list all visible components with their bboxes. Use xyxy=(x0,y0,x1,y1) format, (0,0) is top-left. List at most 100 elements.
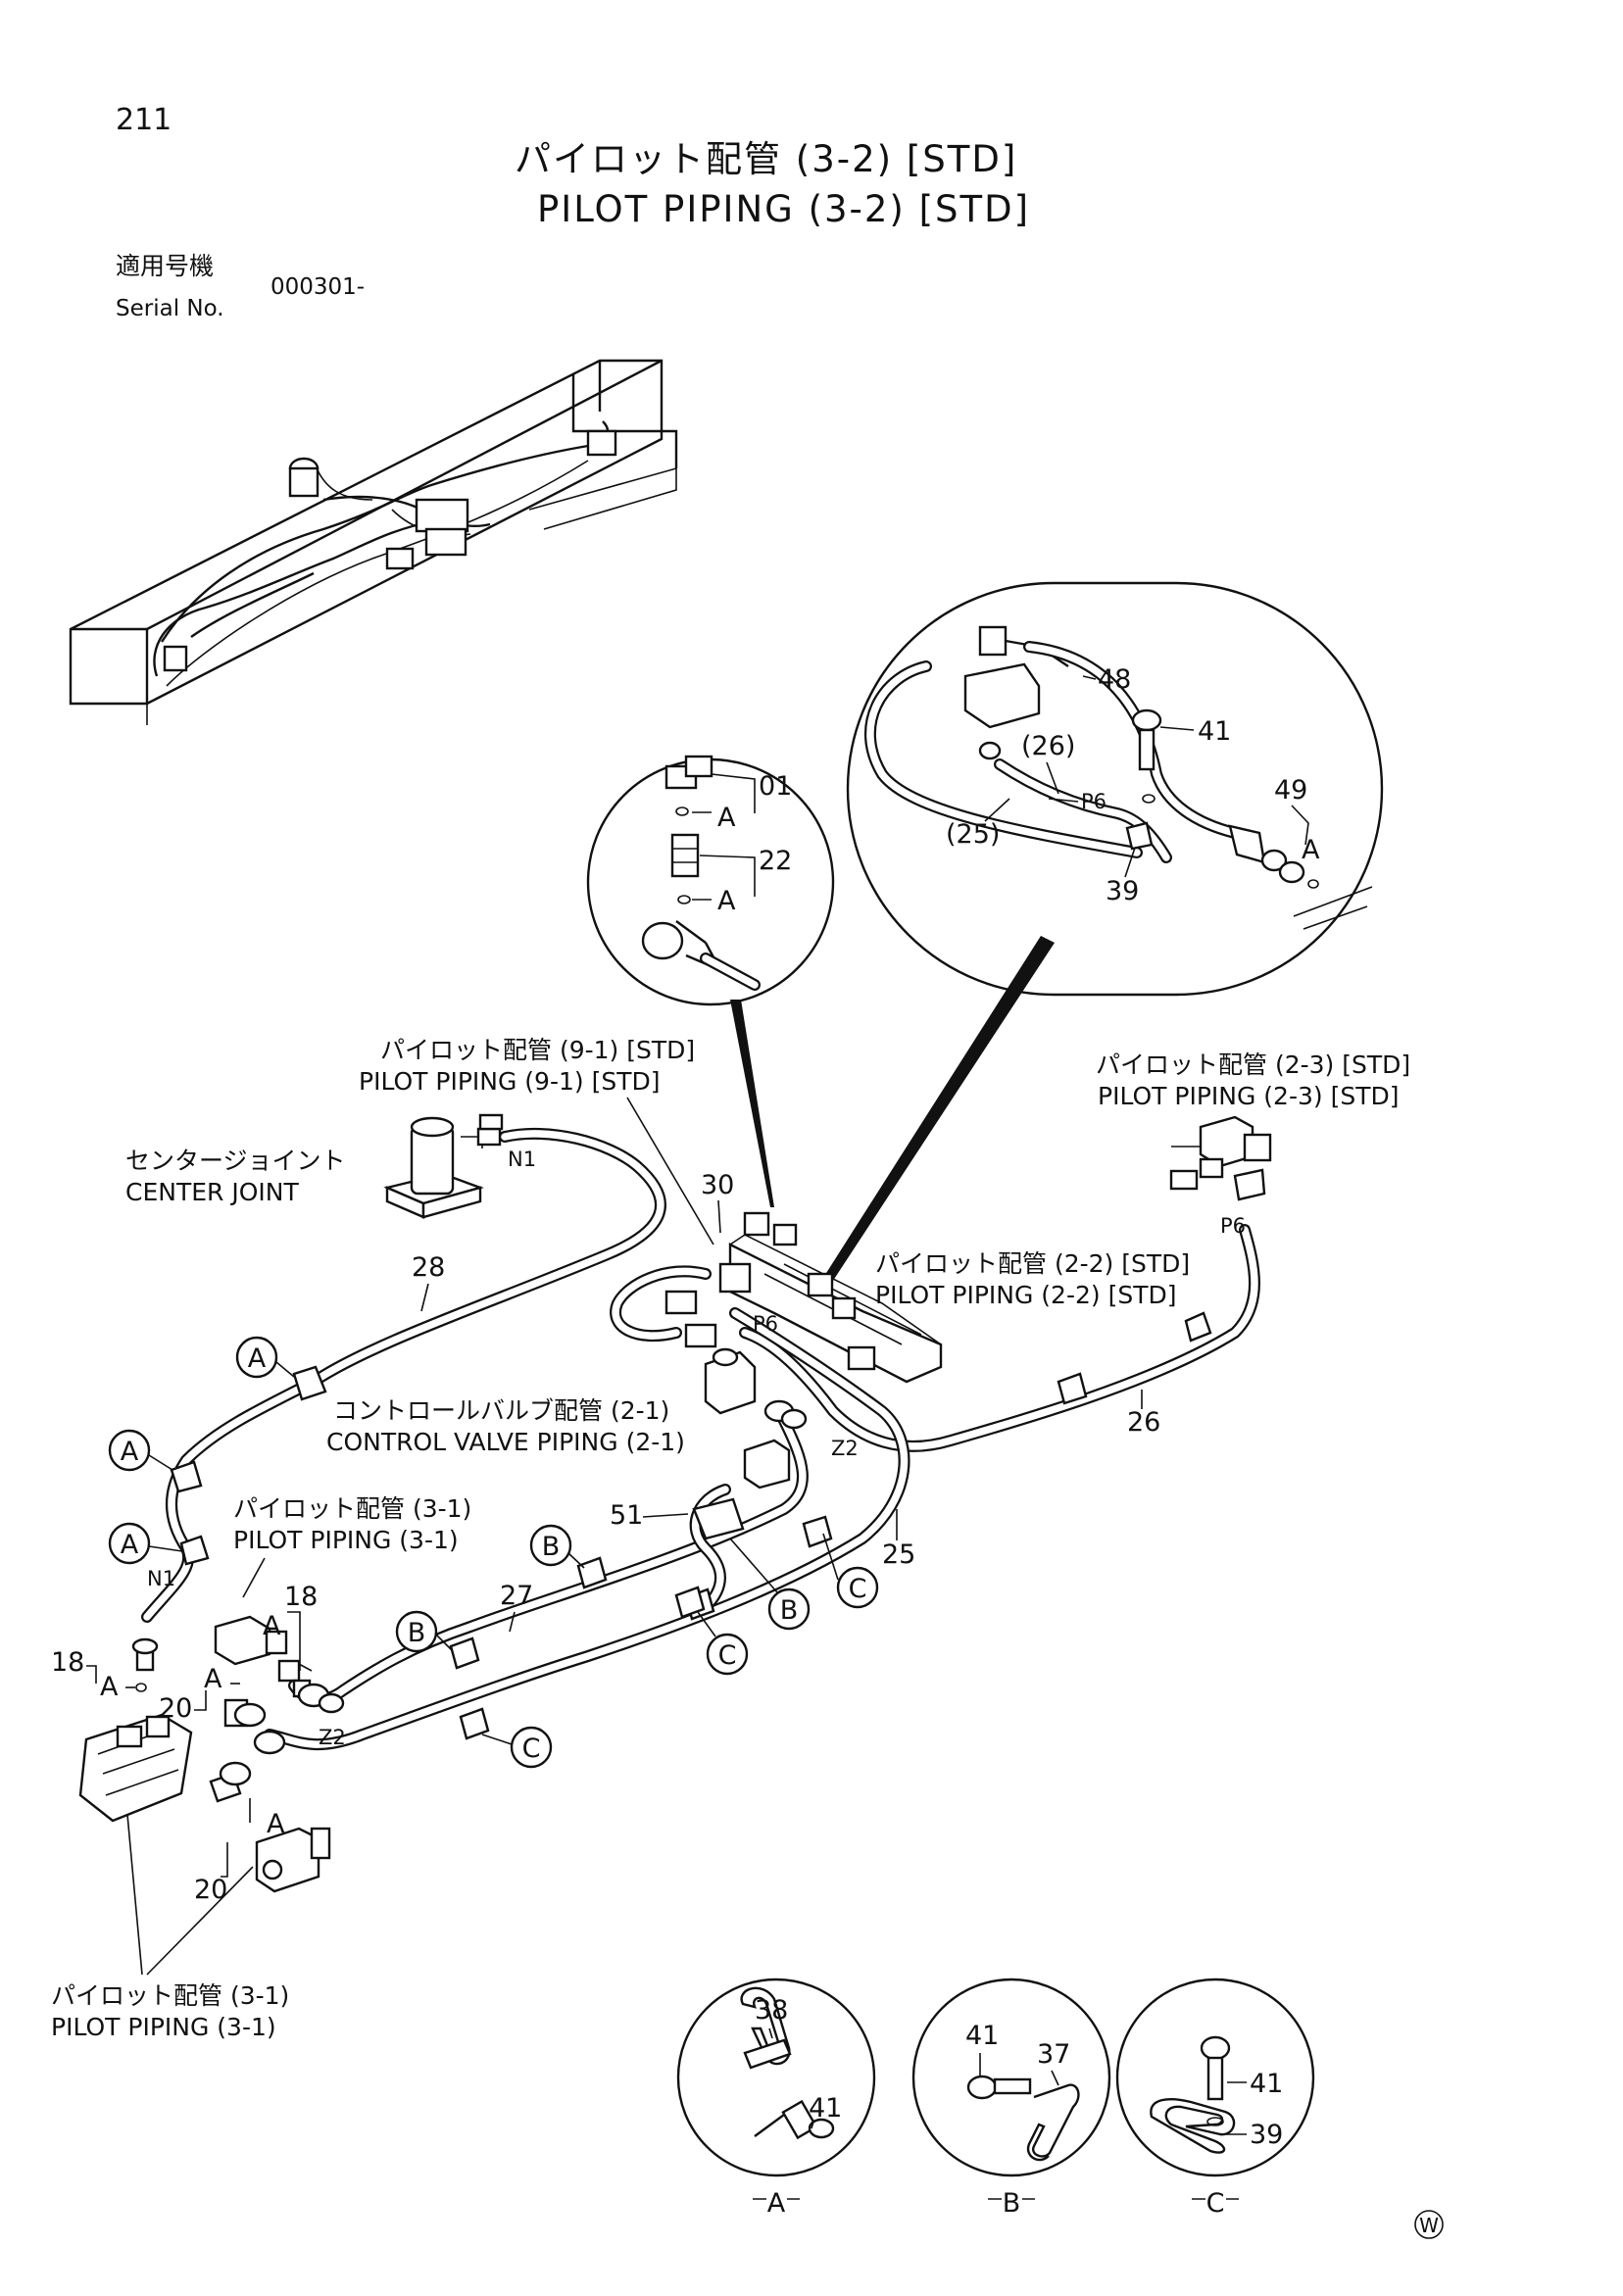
pipe-26 xyxy=(739,1224,1260,1452)
port-z2-mid: Z2 xyxy=(831,1437,859,1460)
detail-letter-c: C xyxy=(1206,2188,1225,2219)
detail-letter-b: B xyxy=(1003,2188,1021,2219)
port-p6-right: P6 xyxy=(1220,1214,1246,1238)
svg-text:A: A xyxy=(121,1530,139,1560)
marker-a-01: A xyxy=(717,803,736,833)
marker-c-3: C xyxy=(481,1726,553,1769)
title-en: PILOT PIPING (3-2) [STD] xyxy=(537,188,1030,230)
ref-control-valve-jp: コントロールバルブ配管 (2-1) xyxy=(333,1396,669,1425)
marker-c-2: C xyxy=(697,1611,749,1676)
callout-38: 38 xyxy=(755,1995,788,2026)
detail-pipe-oval: 48 41 49 A (26) P6 (25) 39 xyxy=(846,581,1384,997)
page-number: 211 xyxy=(116,103,172,137)
machine-frame-overview xyxy=(69,359,678,725)
pipe-25 xyxy=(264,1307,910,1751)
leader-3-1b xyxy=(124,1792,254,1976)
ref-pilot-2-2-jp: パイロット配管 (2-2) [STD] xyxy=(875,1249,1190,1278)
pipe-upper-loop xyxy=(610,1265,712,1343)
port-z2-low: Z2 xyxy=(319,1726,346,1749)
ref-pilot-9-1-en: PILOT PIPING (9-1) [STD] xyxy=(359,1067,660,1096)
clamps xyxy=(170,1311,1212,1740)
marker-b-1: B xyxy=(529,1524,585,1569)
callout-41-c: 41 xyxy=(1250,2069,1283,2099)
svg-text:W: W xyxy=(1419,2214,1439,2237)
ref-pilot-3-1-jp: パイロット配管 (3-1) xyxy=(233,1494,471,1523)
marker-a-2: A xyxy=(108,1429,173,1472)
callout-37: 37 xyxy=(1037,2039,1070,2070)
callout-25-detail: (25) xyxy=(946,819,1000,850)
port-p6-mid: P6 xyxy=(753,1312,778,1336)
ref-pilot-2-3-en: PILOT PIPING (2-3) [STD] xyxy=(1098,1082,1399,1110)
callout-26-main: 26 xyxy=(1127,1407,1160,1438)
port-n1-top: N1 xyxy=(508,1148,536,1171)
callout-20-upper: 20 xyxy=(159,1693,192,1724)
serial-value: 000301- xyxy=(270,274,365,300)
detail-letter-a: A xyxy=(767,2188,786,2219)
ref-pilot-3-1b-en: PILOT PIPING (3-1) xyxy=(51,2013,276,2041)
callout-25-main: 25 xyxy=(882,1539,915,1570)
detail-pointer-1 xyxy=(730,1000,774,1207)
leader-3-1 xyxy=(242,1557,266,1598)
callout-27: 27 xyxy=(500,1581,533,1611)
title-jp: パイロット配管 (3-2) [STD] xyxy=(515,138,1017,180)
ref-pilot-3-1-en: PILOT PIPING (3-1) xyxy=(233,1526,459,1554)
callout-48: 48 xyxy=(1098,664,1131,695)
marker-a-49: A xyxy=(1302,835,1320,865)
pilot-valve-2-3 xyxy=(1169,1115,1272,1201)
marker-c-1: C xyxy=(822,1533,879,1609)
callout-41-a: 41 xyxy=(809,2093,842,2124)
marker-b-3: B xyxy=(395,1610,454,1653)
marker-a-18-lower: A xyxy=(100,1672,119,1702)
svg-text:C: C xyxy=(522,1734,541,1764)
pipe-51 xyxy=(689,1484,731,1613)
marker-a-20-upper: A xyxy=(204,1664,222,1694)
marker-a-18-upper: A xyxy=(263,1611,281,1641)
svg-text:B: B xyxy=(542,1532,561,1562)
pipe-27 xyxy=(288,1415,809,1705)
callout-26-detail: (26) xyxy=(1021,731,1075,761)
marker-b-2: B xyxy=(729,1538,811,1631)
callout-01: 01 xyxy=(759,771,792,802)
footer-w-mark: W xyxy=(1414,2210,1444,2239)
serial-label-jp: 適用号機 xyxy=(116,252,214,280)
ref-pilot-2-2-en: PILOT PIPING (2-2) [STD] xyxy=(875,1281,1176,1309)
ref-pilot-2-3-jp: パイロット配管 (2-3) [STD] xyxy=(1096,1050,1410,1079)
marker-a-22: A xyxy=(717,886,736,916)
serial-label-en: Serial No. xyxy=(116,296,224,321)
svg-text:B: B xyxy=(780,1595,799,1626)
callout-41-b: 41 xyxy=(965,2021,999,2051)
callout-22: 22 xyxy=(759,846,792,876)
callout-39-c: 39 xyxy=(1250,2120,1283,2150)
marker-a-1: A xyxy=(235,1336,295,1379)
callout-49: 49 xyxy=(1274,775,1307,806)
detail-clamp-b: 41 37 B xyxy=(911,1978,1111,2219)
callout-18-upper: 18 xyxy=(284,1582,318,1612)
marker-a-20-lower: A xyxy=(267,1809,285,1839)
detail-pointer-2 xyxy=(801,936,1055,1318)
fittings-left xyxy=(219,1683,345,1786)
svg-text:B: B xyxy=(408,1618,426,1648)
ref-pilot-9-1-jp: パイロット配管 (9-1) [STD] xyxy=(380,1036,695,1064)
ref-center-joint-jp: センタージョイント xyxy=(125,1147,346,1175)
port-n1-left: N1 xyxy=(147,1567,175,1590)
pipe-28 xyxy=(141,1127,666,1623)
center-joint xyxy=(383,1113,504,1219)
callout-20-lower: 20 xyxy=(194,1875,227,1905)
marker-a-3: A xyxy=(108,1522,183,1565)
svg-text:C: C xyxy=(718,1640,737,1671)
ref-center-joint-en: CENTER JOINT xyxy=(125,1178,299,1206)
callout-30: 30 xyxy=(701,1170,734,1200)
pilot-valve-3-1-lower xyxy=(78,1637,331,1893)
detail-fitting-circle: 01 A 22 A xyxy=(586,755,835,1006)
svg-text:A: A xyxy=(121,1437,139,1467)
callout-41-detail: 41 xyxy=(1198,716,1231,747)
ref-pilot-3-1b-jp: パイロット配管 (3-1) xyxy=(51,1981,289,2010)
svg-text:C: C xyxy=(849,1574,867,1604)
callout-51: 51 xyxy=(610,1500,643,1531)
port-p6-detail: P6 xyxy=(1081,790,1107,813)
callout-39-detail: 39 xyxy=(1106,876,1139,906)
callout-18-lower: 18 xyxy=(51,1647,84,1678)
pilot-valve-block xyxy=(664,1211,943,1540)
ref-control-valve-en: CONTROL VALVE PIPING (2-1) xyxy=(326,1428,685,1456)
